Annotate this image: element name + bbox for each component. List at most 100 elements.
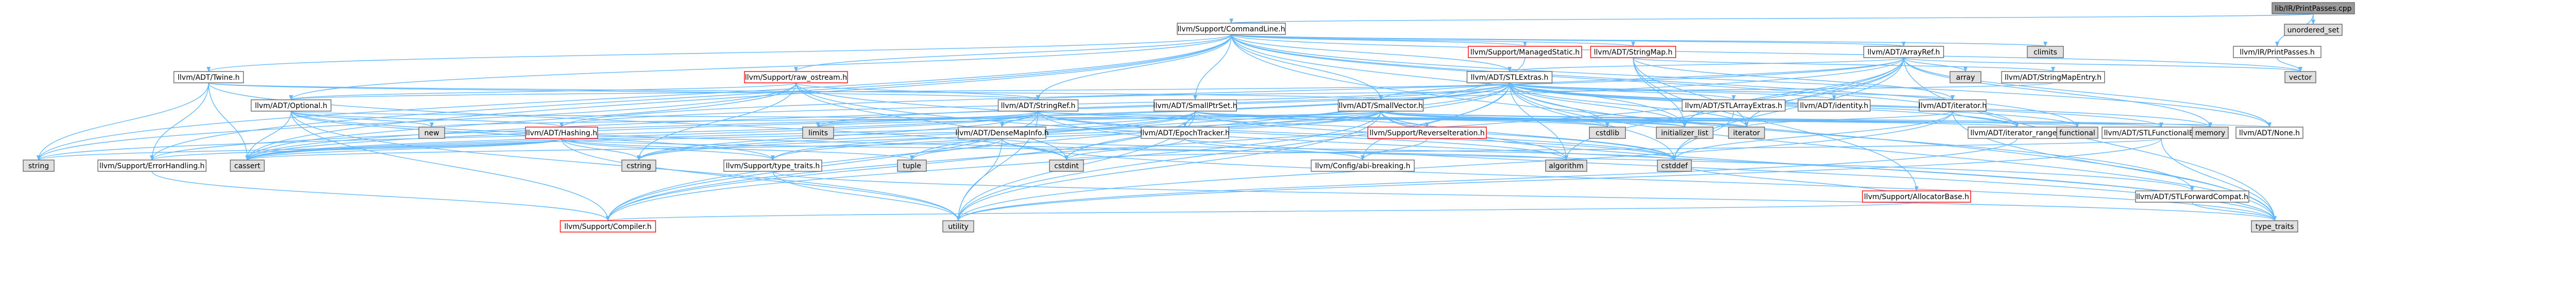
edge-smallvector-to-limits <box>816 111 1381 128</box>
edge-optional-to-compiler <box>291 111 610 221</box>
node-label-stlforwardcompat: llvm/ADT/STLForwardCompat.h <box>2136 193 2248 201</box>
node-box-twine <box>173 71 244 83</box>
edge-arrayref-to-vector <box>1903 57 2302 72</box>
node-label-algorithm: algorithm <box>1549 162 1584 170</box>
node-string: string <box>23 159 55 172</box>
node-managedstatic[interactable]: llvm/Support/ManagedStatic.h <box>1468 46 1582 58</box>
node-stringref[interactable]: llvm/ADT/StringRef.h <box>997 99 1079 112</box>
node-abibreaking[interactable]: llvm/Config/abi-breaking.h <box>1311 159 1415 172</box>
node-box-stlextras <box>1466 71 1553 83</box>
edge-raw_ostream-to-cstdint <box>795 82 1069 161</box>
node-label-errorhandling: llvm/Support/ErrorHandling.h <box>99 162 205 170</box>
node-label-utility: utility <box>948 223 969 231</box>
node-label-cassert: cassert <box>234 162 261 170</box>
node-label-initializer_list: initializer_list <box>1661 129 1708 137</box>
node-epochtracker[interactable]: llvm/ADT/EpochTracker.h <box>1140 127 1230 139</box>
node-box-abibreaking <box>1311 159 1415 172</box>
node-label-functional: functional <box>2059 129 2095 137</box>
node-raw_ostream[interactable]: llvm/Support/raw_ostream.h <box>744 71 848 83</box>
node-stlfunctionalextras[interactable]: llvm/ADT/STLFunctionalExtras.h <box>2102 127 2221 139</box>
node-smallptrset[interactable]: llvm/ADT/SmallPtrSet.h <box>1154 99 1238 112</box>
node-box-algorithm <box>1545 159 1587 172</box>
node-root[interactable]: lib/IR/PrintPasses.cpp <box>2272 2 2355 14</box>
node-label-raw_ostream: llvm/Support/raw_ostream.h <box>745 74 847 82</box>
node-stringmapentry[interactable]: llvm/ADT/StringMapEntry.h <box>2001 71 2105 83</box>
edge-hashing-to-algorithm <box>561 138 1568 161</box>
edge-epochtracker-to-abibreaking <box>1184 138 1365 161</box>
node-twine[interactable]: llvm/ADT/Twine.h <box>173 71 244 83</box>
node-box-stlarrayextras <box>1682 99 1786 112</box>
edge-typetraits-to-type_traits <box>772 171 2277 221</box>
node-cstdint: cstdint <box>1049 159 1084 172</box>
edge-arrayref-to-type_traits <box>1903 57 2277 221</box>
node-iterator_std: iterator <box>1728 127 1765 139</box>
node-none[interactable]: llvm/ADT/None.h <box>2235 127 2303 139</box>
node-compiler[interactable]: llvm/Support/Compiler.h <box>560 220 656 233</box>
edge-stlextras-to-cassert <box>245 82 1510 161</box>
node-label-iterator_std: iterator <box>1733 129 1760 137</box>
node-smallvector[interactable]: llvm/ADT/SmallVector.h <box>1337 99 1424 112</box>
edge-stlextras-to-errorhandling <box>150 82 1510 161</box>
node-commandline[interactable]: llvm/Support/CommandLine.h <box>1177 23 1286 35</box>
node-label-stringref: llvm/ADT/StringRef.h <box>1001 102 1076 110</box>
node-unordered_set: unordered_set <box>2284 24 2343 36</box>
node-algorithm: algorithm <box>1545 159 1587 172</box>
node-box-memory <box>2192 127 2229 139</box>
node-box-iterator <box>1919 99 1987 112</box>
node-label-memory: memory <box>2195 129 2226 137</box>
node-box-stringmap <box>1590 46 1676 58</box>
node-label-cstdlib: cstdlib <box>1596 129 1619 137</box>
edge-raw_ostream-to-cstddef <box>795 82 1676 161</box>
node-label-string: string <box>28 162 49 170</box>
node-label-type_traits: type_traits <box>2256 223 2294 231</box>
node-cstring: cstring <box>621 159 656 172</box>
node-stlarrayextras[interactable]: llvm/ADT/STLArrayExtras.h <box>1682 99 1786 112</box>
node-box-arrayref <box>1863 46 1944 58</box>
node-box-printpasses <box>2233 46 2321 58</box>
node-densemapinfo[interactable]: llvm/ADT/DenseMapInfo.h <box>955 127 1049 139</box>
edge-hashing-to-typetraits <box>561 138 775 161</box>
edge-stringmap-to-stringmapentry <box>1633 57 2055 72</box>
edge-commandline-to-stlextras <box>1231 34 1512 72</box>
node-iterator_range[interactable]: llvm/ADT/iterator_range.h <box>1968 127 2066 139</box>
node-climits: climits <box>2027 46 2064 58</box>
node-label-compiler: llvm/Support/Compiler.h <box>564 223 652 231</box>
edge-densemapinfo-to-cassert <box>245 138 1003 161</box>
edge-smallvector-to-cstddef <box>1380 111 1676 161</box>
node-hashing[interactable]: llvm/ADT/Hashing.h <box>525 127 598 139</box>
node-box-typetraits <box>723 159 822 172</box>
node-box-root <box>2272 2 2355 14</box>
node-errorhandling[interactable]: llvm/Support/ErrorHandling.h <box>97 159 207 172</box>
node-stringmap[interactable]: llvm/ADT/StringMap.h <box>1590 46 1676 58</box>
edge-densemapinfo-to-cstddef <box>1002 138 1676 161</box>
node-printpasses[interactable]: llvm/IR/PrintPasses.h <box>2233 46 2321 58</box>
node-box-stringmapentry <box>2001 71 2105 83</box>
node-label-none: llvm/ADT/None.h <box>2239 129 2300 137</box>
edge-iterator-to-cstddef <box>1672 111 1953 161</box>
node-typetraits[interactable]: llvm/Support/type_traits.h <box>723 159 822 172</box>
node-reverseiteration[interactable]: llvm/Support/ReverseIteration.h <box>1367 127 1487 139</box>
node-box-raw_ostream <box>744 71 848 83</box>
node-label-stringmap: llvm/ADT/StringMap.h <box>1594 48 1673 57</box>
edge-iterator-to-iterator_std <box>1744 111 1953 128</box>
node-optional[interactable]: llvm/ADT/Optional.h <box>250 99 332 112</box>
edge-stringmap-to-iterator_std <box>1633 57 1749 128</box>
edge-twine-to-string <box>37 82 209 161</box>
node-allocatorbase[interactable]: llvm/Support/AllocatorBase.h <box>1862 190 1971 203</box>
edge-twine-to-cassert <box>208 82 249 161</box>
node-label-tuple: tuple <box>903 162 921 170</box>
edge-hashing-to-cassert <box>245 138 562 161</box>
node-label-iterator_range: llvm/ADT/iterator_range.h <box>1970 129 2063 137</box>
node-stlforwardcompat[interactable]: llvm/ADT/STLForwardCompat.h <box>2135 190 2249 203</box>
edge-stlextras-to-algorithm <box>1509 82 1568 161</box>
node-box-stlforwardcompat <box>2135 190 2249 203</box>
node-stlextras[interactable]: llvm/ADT/STLExtras.h <box>1466 71 1553 83</box>
node-identity[interactable]: llvm/ADT/identity.h <box>1798 99 1871 112</box>
edge-smallvector-to-new <box>430 111 1381 128</box>
node-label-stlextras: llvm/ADT/STLExtras.h <box>1471 74 1549 82</box>
node-iterator[interactable]: llvm/ADT/iterator.h <box>1919 99 1987 112</box>
node-arrayref[interactable]: llvm/ADT/ArrayRef.h <box>1863 46 1944 58</box>
node-tuple: tuple <box>897 159 927 172</box>
edge-raw_ostream-to-cassert <box>245 82 796 161</box>
edge-arrayref-to-smallvector <box>1379 57 1904 100</box>
